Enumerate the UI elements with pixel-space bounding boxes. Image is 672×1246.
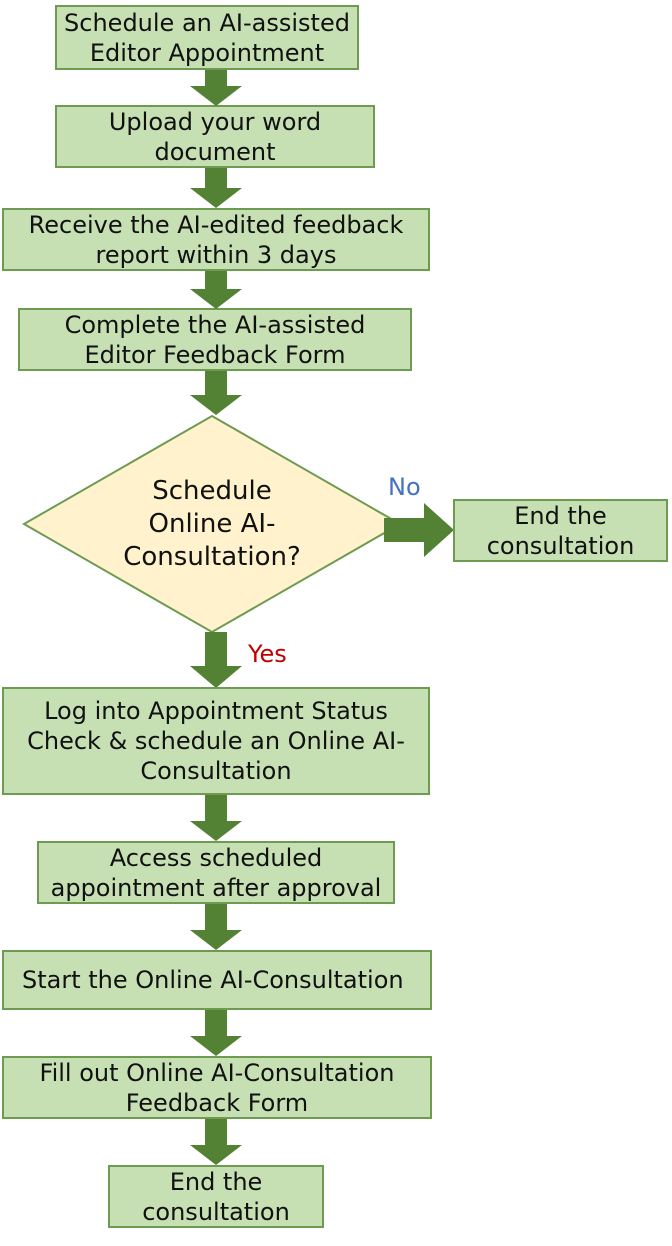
step-start-consultation: Start the Online AI-Consultation: [2, 950, 432, 1010]
arrow-down-4: [190, 371, 242, 415]
arrow-down-2: [190, 168, 242, 208]
decision-question: Schedule Online AI- Consultation?: [123, 475, 301, 572]
step-log-into-status-check: Log into Appointment Status Check & sche…: [2, 687, 430, 795]
arrow-down-3: [190, 271, 242, 309]
no-branch-end: End the consultation: [453, 499, 668, 562]
step-fill-feedback-form: Fill out Online AI-Consultation Feedback…: [2, 1056, 432, 1119]
step-complete-feedback-form: Complete the AI-assisted Editor Feedback…: [18, 308, 412, 371]
step-upload-document: Upload your word document: [55, 105, 375, 168]
arrow-down-8: [190, 1119, 242, 1165]
arrow-down-1: [190, 70, 242, 106]
arrow-down-5: [190, 795, 242, 841]
decision-diamond: Schedule Online AI- Consultation?: [22, 414, 402, 634]
arrow-down-yes: [190, 632, 242, 688]
step-schedule-appointment: Schedule an AI-assisted Editor Appointme…: [55, 5, 359, 70]
end-consultation: End the consultation: [108, 1165, 324, 1228]
arrow-right-no: [384, 503, 454, 557]
arrow-down-7: [190, 1010, 242, 1056]
step-receive-feedback-report: Receive the AI-edited feedback report wi…: [2, 208, 430, 271]
yes-label: Yes: [248, 640, 287, 668]
no-label: No: [388, 473, 421, 501]
arrow-down-6: [190, 904, 242, 950]
step-access-appointment: Access scheduled appointment after appro…: [37, 841, 395, 904]
